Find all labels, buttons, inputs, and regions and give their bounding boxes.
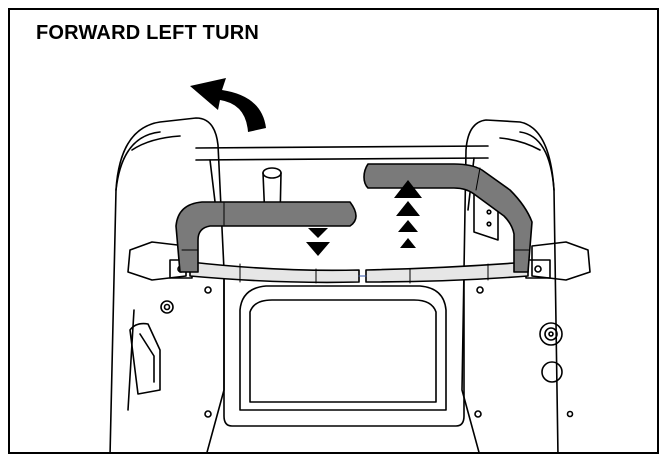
seat-adjust-lever (129, 322, 161, 395)
right-pivot-bracket (525, 241, 591, 281)
curved-arrow-up-left-icon (190, 78, 266, 132)
diagram-frame: FORWARD LEFT TURN (8, 8, 659, 454)
mower-controls-illustration (109, 78, 591, 452)
left-lever-neutral-position (189, 261, 360, 284)
double-triangle-down-icon (306, 228, 330, 256)
left-body-panel (109, 117, 225, 452)
ignition-switch (539, 322, 563, 383)
right-lever-neutral-position (365, 261, 529, 283)
left-steering-lever (175, 201, 357, 273)
frame-bolts (204, 286, 574, 418)
seat-frame (223, 275, 465, 427)
left-indicator-dial (160, 300, 174, 314)
right-steering-lever (363, 163, 533, 273)
stacked-triangle-up-icon (394, 180, 422, 248)
diagram-title: FORWARD LEFT TURN (36, 22, 260, 44)
